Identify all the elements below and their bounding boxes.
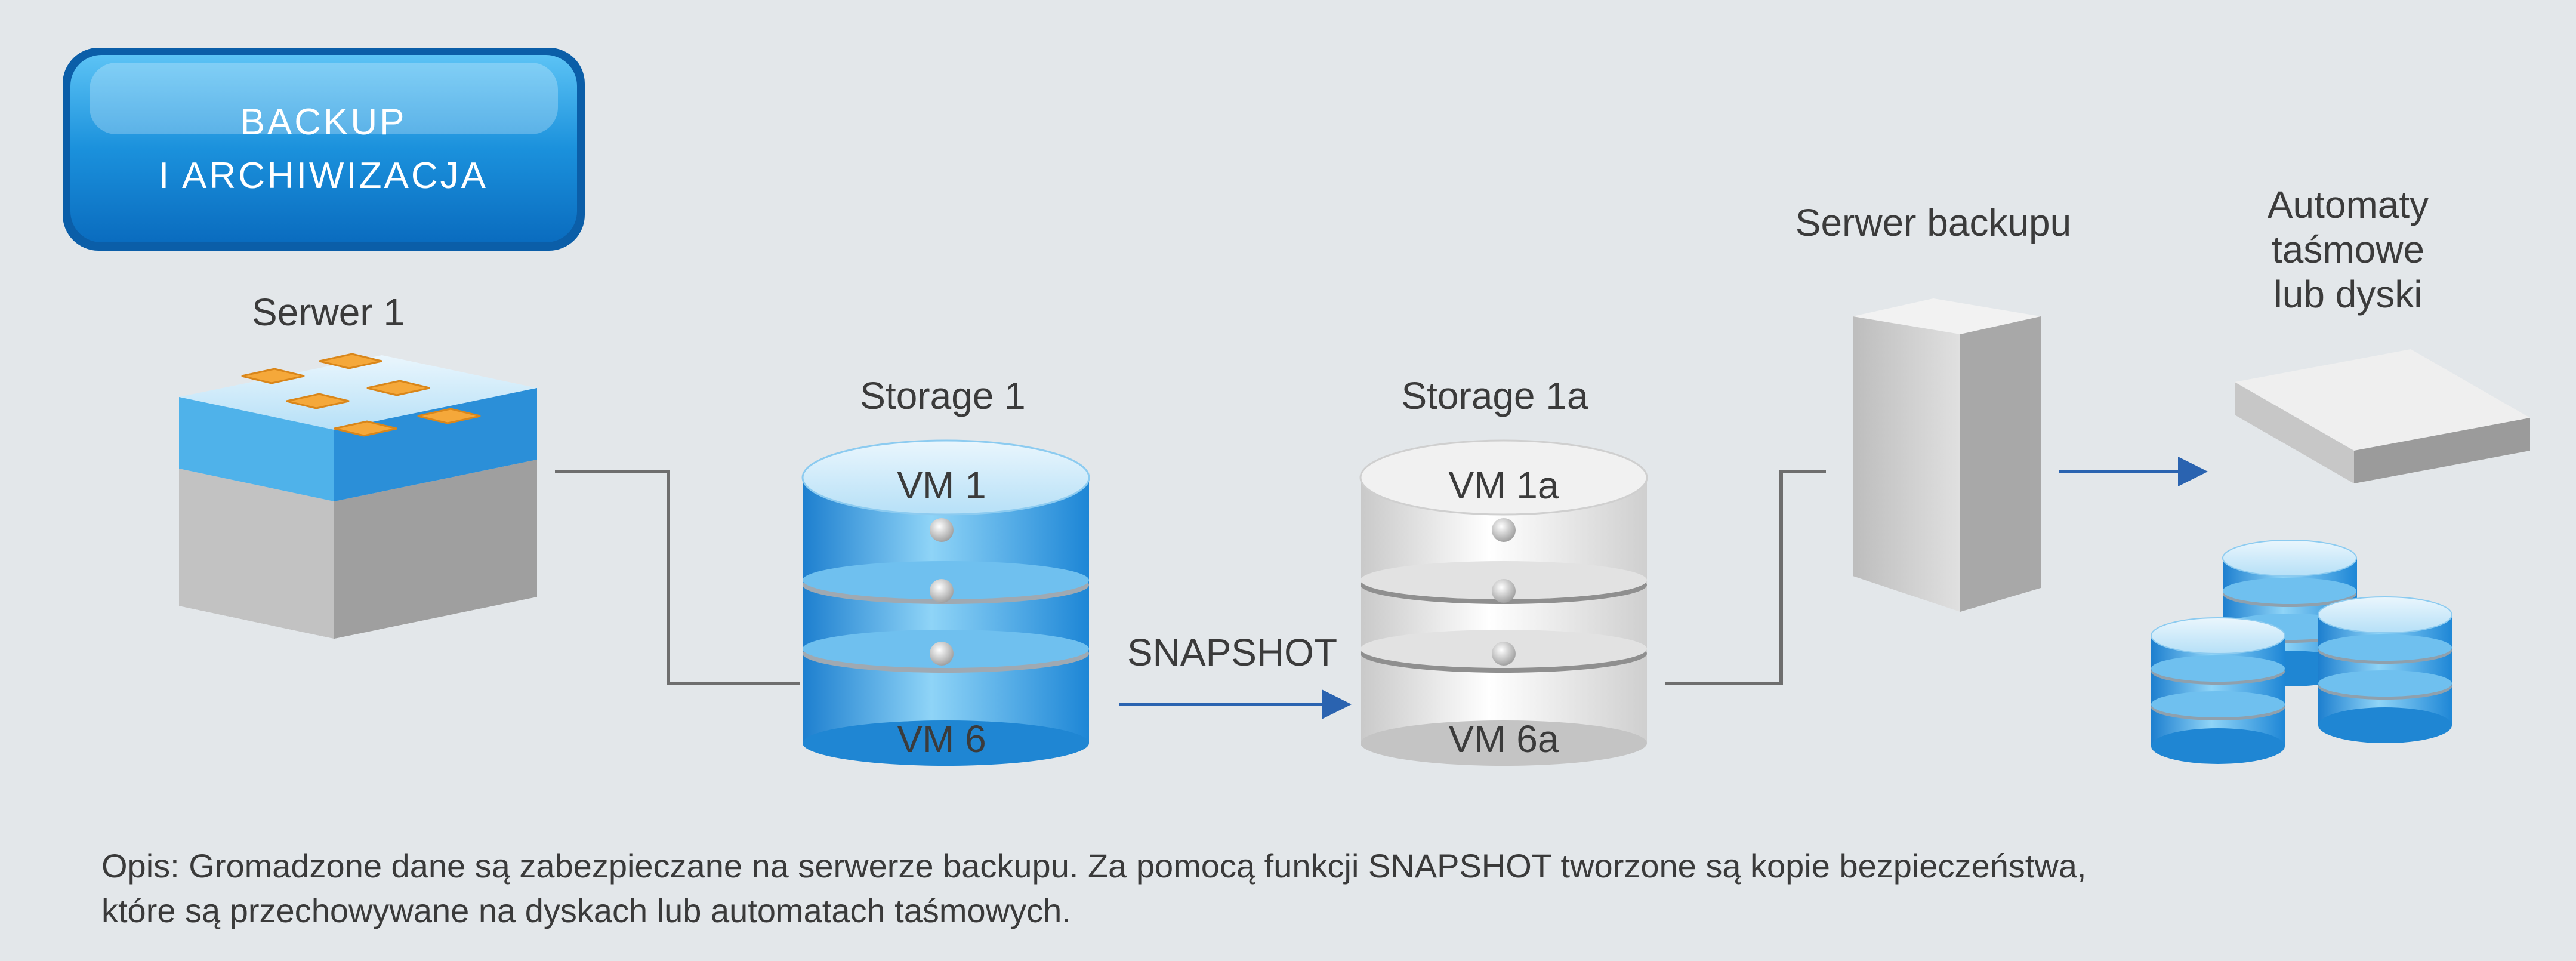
storage1a-top-vm: VM 1a bbox=[1449, 464, 1559, 507]
storage1a-connector-line bbox=[1665, 470, 1826, 685]
server1-connector-line bbox=[555, 470, 800, 685]
storage1-label: Storage 1 bbox=[860, 374, 1026, 417]
tape-label-line3: lub dyski bbox=[2274, 273, 2423, 316]
storage1-icon bbox=[801, 439, 1090, 766]
backup-server-icon bbox=[1853, 298, 2041, 612]
disk-cylinder-left bbox=[2151, 617, 2285, 764]
tape-label-line1: Automaty bbox=[2268, 183, 2429, 226]
badge-line1: BACKUP bbox=[240, 101, 407, 143]
backup-archiving-badge: BACKUP I ARCHIWIZACJA bbox=[63, 48, 585, 251]
tape-library-icon bbox=[2235, 349, 2530, 483]
backup-server-label: Serwer backupu bbox=[1796, 201, 2071, 244]
snapshot-label: SNAPSHOT bbox=[1127, 631, 1337, 674]
disk-stack-icon bbox=[2151, 540, 2452, 764]
storage1-bottom-vm: VM 6 bbox=[897, 717, 986, 760]
storage1a-bottom-vm: VM 6a bbox=[1449, 717, 1559, 760]
description-line1: Opis: Gromadzone dane są zabezpieczane n… bbox=[101, 847, 2086, 885]
storage1a-label: Storage 1a bbox=[1401, 374, 1588, 417]
storage1-top-vm: VM 1 bbox=[897, 464, 986, 507]
disk-cylinder-right bbox=[2318, 596, 2452, 743]
server1-icon bbox=[179, 353, 537, 639]
description-line2: które są przechowywane na dyskach lub au… bbox=[101, 892, 1071, 929]
server1-label: Serwer 1 bbox=[252, 291, 405, 334]
tape-label-line2: taśmowe bbox=[2272, 228, 2424, 271]
badge-line2: I ARCHIWIZACJA bbox=[159, 155, 488, 196]
storage1a-icon bbox=[1359, 439, 1648, 766]
